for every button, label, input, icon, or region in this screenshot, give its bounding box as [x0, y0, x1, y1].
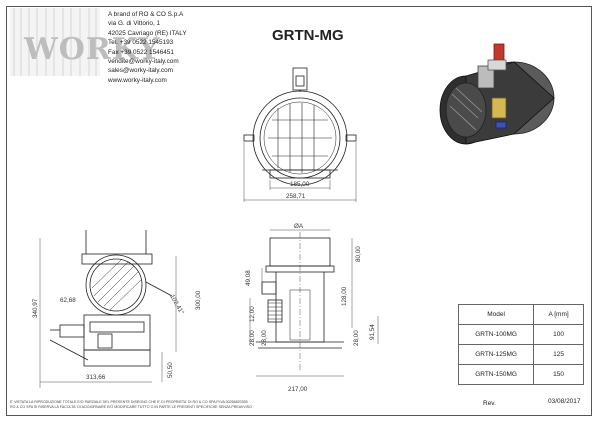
model-table: Model A [mm] GRTN-100MG 100 GRTN-125MG 1…: [457, 304, 584, 385]
legal-note: E' VIETATA LA RIPRODUZIONE TOTALE E/O PA…: [10, 400, 340, 409]
dim-section-bottom-width: 217,00: [288, 386, 308, 393]
table-cell-model: GRTN-125MG: [457, 344, 535, 365]
dim-section-mid-height: 128,00: [341, 286, 348, 306]
logo: WORKY: [10, 8, 159, 76]
dim-side-arm: 62,68: [60, 297, 76, 304]
dim-section-right: 91,54: [369, 324, 376, 340]
company-line: Tel. +39 0522 1545193: [108, 39, 174, 47]
drawing-frame: [6, 6, 592, 416]
company-info: A brand of RO & CO S.p.A via G. di Vitto…: [108, 10, 187, 85]
dim-section-inner-12: 12,00: [249, 306, 256, 322]
table-row: GRTN-150MG 150: [457, 364, 584, 385]
table-cell-model: GRTN-100MG: [457, 324, 535, 345]
table-cell-a: 100: [533, 324, 584, 345]
dim-side-bottom: 50,50: [167, 362, 174, 378]
table-header-row: Model A [mm]: [457, 304, 584, 325]
dim-front-outer-width: 258,71: [286, 193, 306, 200]
company-line: via G. di Vittorio, 1: [108, 20, 161, 28]
table-row: GRTN-125MG 125: [457, 344, 584, 365]
logo-texture: [10, 8, 100, 76]
isometric-view: [439, 43, 555, 145]
dim-section-inner-28c: 28,00: [353, 330, 360, 346]
company-line: sales@worky-italy.com: [108, 67, 173, 75]
legal-note-line: RO & CO SPA SI RISERVA LA FACOLTA' DI AG…: [10, 404, 252, 409]
front-view: [243, 67, 357, 202]
dim-section-offset: 49,08: [245, 270, 252, 286]
company-line: vendite@worky-italy.com: [108, 58, 179, 66]
table-cell-a: 150: [533, 364, 584, 385]
section-view: [249, 229, 379, 377]
dim-front-inner-width: 185,00: [290, 181, 310, 188]
company-line: www.worky-italy.com: [108, 76, 167, 84]
company-line: Fax +39 0522 1546451: [108, 48, 174, 56]
table-row: GRTN-100MG 100: [457, 324, 584, 345]
dim-side-angle: 102,41°: [168, 293, 186, 316]
table-header-model: Model: [457, 304, 535, 325]
legal-note-line: E' VIETATA LA RIPRODUZIONE TOTALE E/O PA…: [10, 400, 248, 404]
dim-section-inner-28b: 28,00: [261, 330, 268, 346]
dim-side-body-height: 300,00: [195, 290, 202, 310]
revision-label: Rev.: [483, 400, 496, 407]
table-cell-a: 125: [533, 344, 584, 365]
company-line: A brand of RO & CO S.p.A: [108, 11, 184, 18]
company-line: 42025 Cavriago (RE) ITALY: [108, 29, 187, 37]
table-header-a: A [mm]: [533, 304, 584, 325]
side-view: [39, 230, 177, 388]
dim-section-top-height: 80,00: [355, 246, 362, 262]
dim-section-inner-28a: 28,00: [249, 330, 256, 346]
page-title: GRTN-MG: [272, 27, 344, 44]
dim-side-total-width: 313,66: [86, 374, 106, 381]
table-cell-model: GRTN-150MG: [457, 364, 535, 385]
dim-side-height: 340,97: [32, 298, 39, 318]
dim-section-diameter: ØA: [294, 223, 304, 230]
revision-date: 03/08/2017: [548, 398, 581, 405]
logo-wordmark: WORKY: [24, 32, 161, 67]
